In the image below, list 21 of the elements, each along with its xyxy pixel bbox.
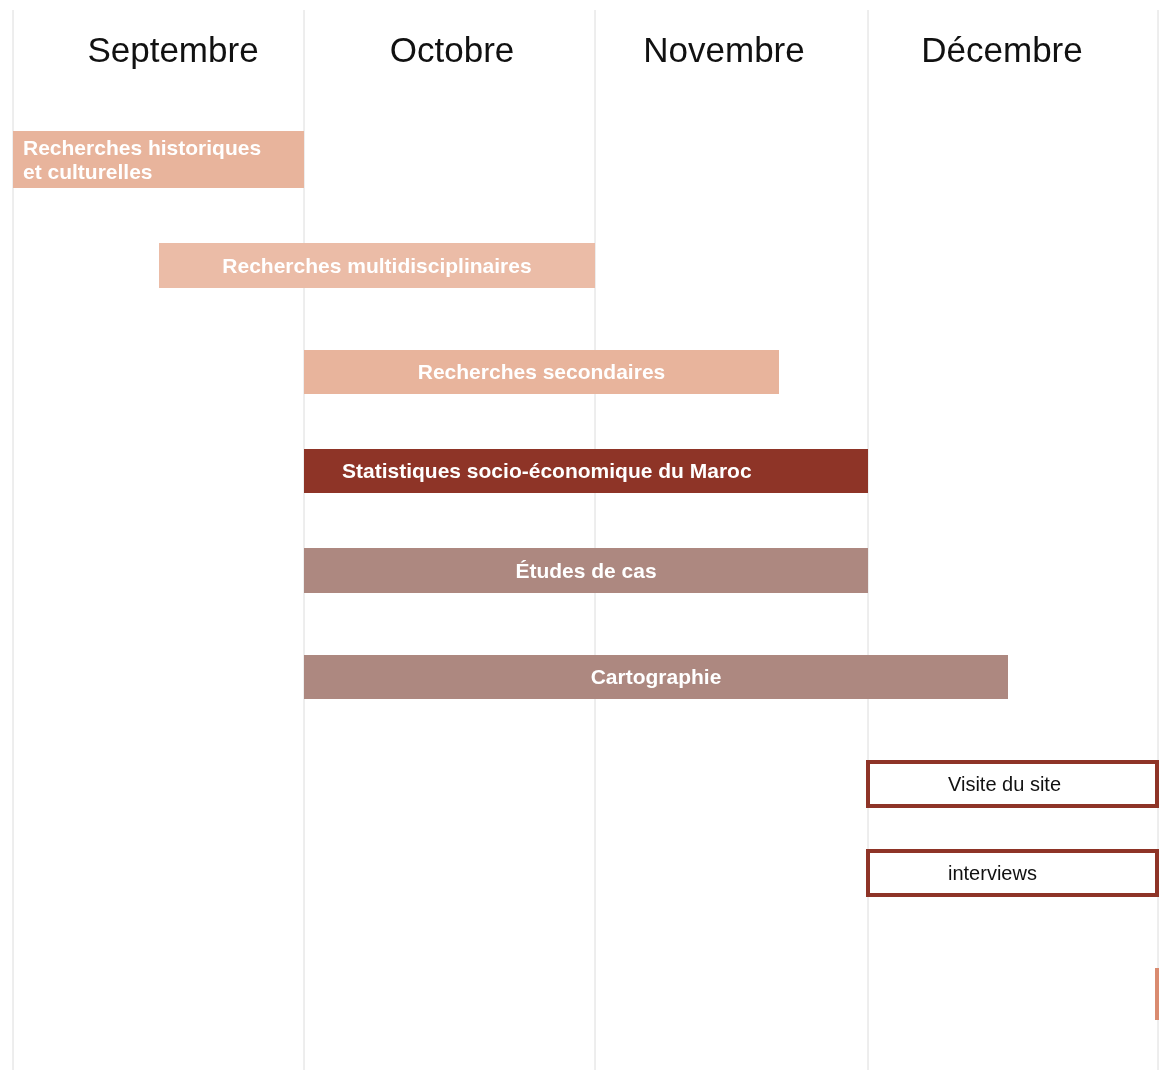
task-bar: [159, 243, 595, 288]
task-bar: [13, 131, 304, 188]
task-label: Recherches multidisciplinaires: [222, 253, 532, 278]
month-label: Novembre: [643, 30, 805, 70]
task-label: Recherches secondaires: [417, 360, 666, 384]
task-label: Études de cas: [515, 558, 657, 583]
month-label: Septembre: [87, 30, 259, 70]
task-bar: [866, 760, 1159, 808]
task-label: Statistiques socio-économique du Maroc: [342, 459, 752, 483]
task-bar: [866, 849, 1159, 897]
month-label: Décembre: [921, 30, 1083, 70]
task-bar: [304, 655, 1008, 699]
task-bar: [304, 350, 779, 394]
task-label: Recherches historiques et culturelles: [23, 136, 263, 183]
task-label: interviews: [948, 862, 1037, 884]
task-label: Visite du site: [948, 773, 1062, 795]
task-bar: [304, 449, 868, 493]
month-label: Octobre: [389, 30, 515, 70]
task-bar: [304, 548, 868, 593]
task-label: Cartographie: [590, 665, 722, 689]
timeline-bar: [1155, 968, 1159, 1020]
